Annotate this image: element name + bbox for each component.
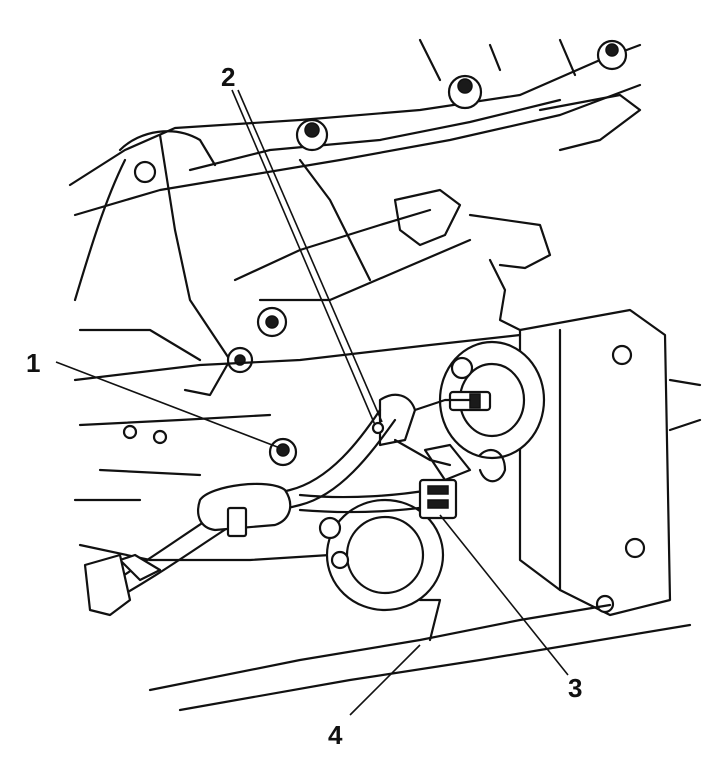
callout-1: 1	[26, 348, 40, 378]
lower-frame	[73, 333, 692, 712]
upper-bolts	[133, 39, 628, 374]
callout-2: 2	[221, 62, 235, 92]
leader-1	[55, 361, 281, 449]
leader-2b	[237, 89, 383, 423]
leader-lines	[55, 89, 569, 716]
leader-4	[349, 644, 421, 716]
harness-boot	[83, 482, 292, 617]
ground-nut	[268, 437, 298, 467]
leader-2	[231, 89, 376, 426]
harness-connector	[418, 478, 458, 520]
callout-3: 3	[568, 673, 582, 703]
leader-3	[439, 514, 569, 676]
callout-4: 4	[328, 720, 343, 750]
flywheel-cover	[318, 498, 445, 612]
starter-housing	[518, 308, 702, 617]
upper-manifold-structure	[68, 38, 642, 397]
callout-labels: 1 2 3 4	[26, 62, 582, 750]
solenoid-terminals	[423, 340, 546, 483]
